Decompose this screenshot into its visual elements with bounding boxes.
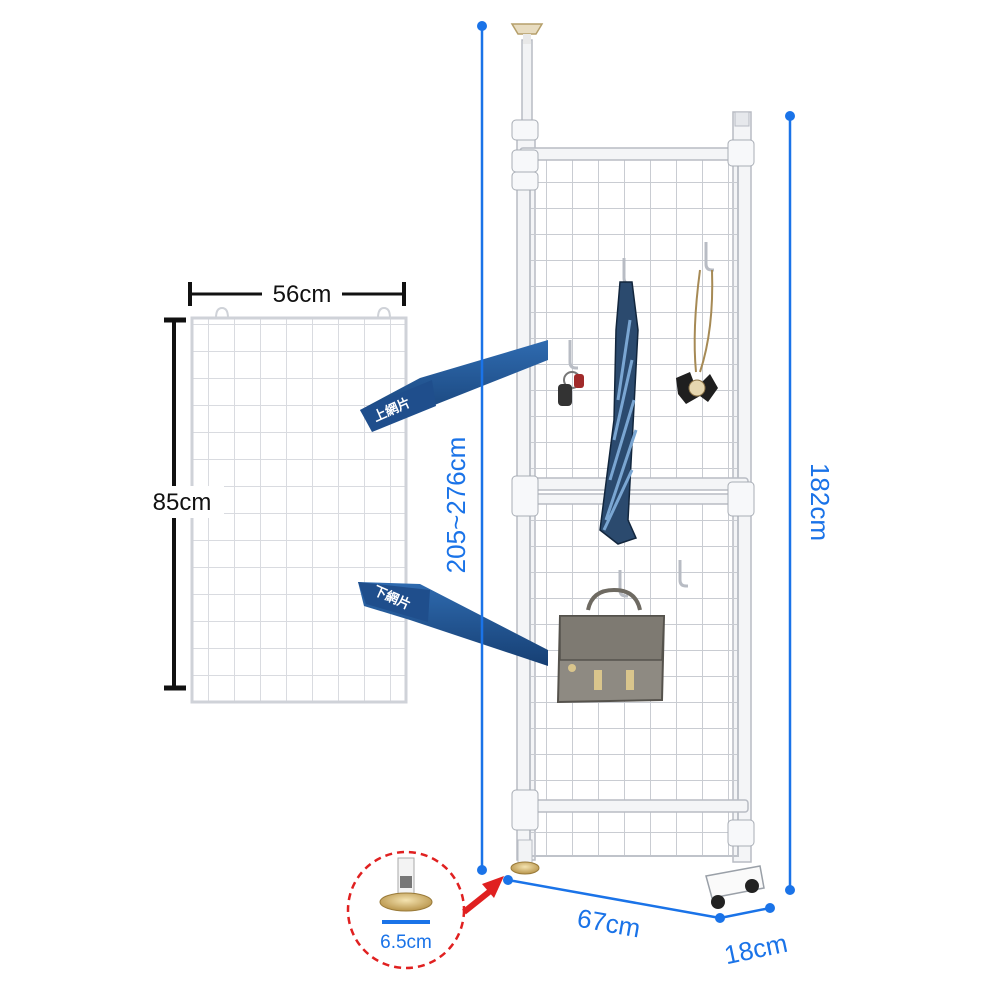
necktie: [599, 281, 639, 545]
handbag: [556, 587, 666, 704]
detail-arrow-icon: [462, 876, 504, 915]
panel-height-dimension: 85cm: [140, 317, 224, 691]
frame-width-label: 67cm: [575, 903, 643, 944]
frame-height-dimension: 182cm: [785, 111, 836, 895]
loose-grid-panel: [190, 306, 408, 704]
frame-depth-label: 18cm: [722, 928, 790, 971]
foot-detail: 6.5cm: [346, 850, 466, 970]
tension-rack: [510, 23, 765, 909]
panel-height-label: 85cm: [153, 489, 212, 516]
pole-height-label: 205~276cm: [441, 437, 471, 574]
frame-width-dimension: 67cm: [503, 875, 725, 943]
necklace: [676, 269, 718, 404]
frame-depth-dimension: 18cm: [719, 903, 790, 971]
lower-panel-callout: 下網片: [358, 582, 548, 666]
foot-diameter-label: 6.5cm: [380, 932, 432, 953]
frame-height-label: 182cm: [805, 463, 835, 541]
keychain: [558, 371, 584, 406]
panel-width-dimension: 56cm: [188, 278, 406, 308]
panel-width-label: 56cm: [273, 281, 332, 308]
pole-height-dimension: 205~276cm: [436, 21, 487, 875]
